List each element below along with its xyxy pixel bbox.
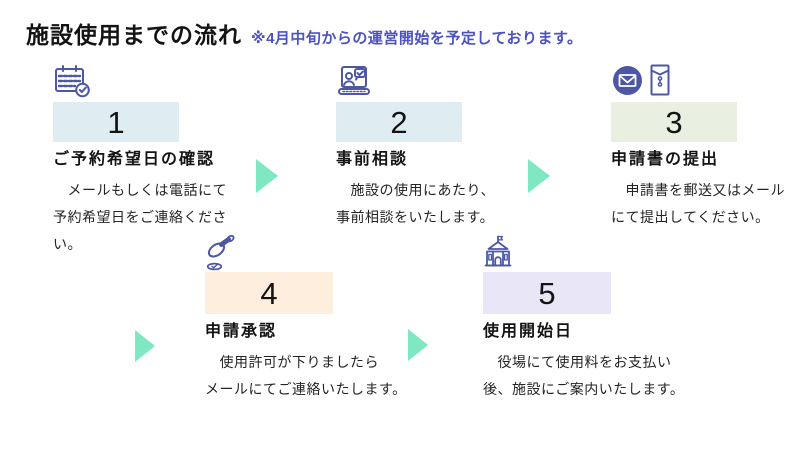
step-4-icon-row	[205, 235, 405, 272]
step-1-icon-row	[53, 64, 253, 102]
step-2-description: 施設の使用にあたり、 事前相談をいたします。	[336, 182, 495, 226]
step-1-title: ご予約希望日の確認	[53, 151, 216, 168]
page-note: ※4月中旬からの運営開始を予定しております。	[251, 30, 583, 47]
step-3-icon-row	[611, 64, 800, 102]
step-4: 4 申請承認 使用許可が下りましたら メールにてご連絡いたします。	[205, 235, 407, 403]
step-1-number: 1	[107, 104, 125, 140]
step-1-number-box: 1	[53, 102, 179, 142]
step-2-icon-row	[336, 64, 536, 102]
flow-arrow-1	[256, 159, 278, 193]
step-4-number-box: 4	[205, 272, 333, 314]
step-3-title: 申請書の提出	[611, 151, 720, 168]
step-3-number: 3	[665, 104, 683, 140]
approval-stamp-icon	[206, 235, 235, 271]
step-5-title: 使用開始日	[483, 323, 574, 340]
step-2-title: 事前相談	[336, 151, 409, 168]
step-3-description: 申請書を郵送又はメール にて提出してください。	[611, 182, 785, 226]
step-1: 1 ご予約希望日の確認 メールもしくは電話にて 予約希望日をご連絡くださ い。	[53, 64, 253, 258]
town-hall-icon	[484, 235, 512, 267]
step-3: 3 申請書の提出 申請書を郵送又はメール にて提出してください。	[611, 64, 800, 231]
header: 施設使用までの流れ ※4月中旬からの運営開始を予定しております。	[26, 16, 583, 50]
step-5-number: 5	[538, 275, 556, 311]
flow-arrow-3	[135, 330, 155, 362]
step-5-icon-row	[483, 235, 683, 272]
calendar-check-icon	[55, 65, 90, 98]
step-2-number-box: 2	[336, 102, 462, 142]
mail-circle-icon	[613, 66, 642, 95]
step-1-description: メールもしくは電話にて 予約希望日をご連絡くださ い。	[53, 182, 227, 253]
step-4-description: 使用許可が下りましたら メールにてご連絡いたします。	[205, 354, 407, 398]
page-title: 施設使用までの流れ	[26, 22, 242, 48]
manila-envelope-icon	[650, 64, 670, 96]
step-4-title: 申請承認	[205, 323, 278, 340]
step-2-number: 2	[390, 104, 408, 140]
step-3-number-box: 3	[611, 102, 737, 142]
flow-arrow-4	[408, 329, 428, 361]
step-5-description: 役場にて使用料をお支払い 後、施設にご案内いたします。	[483, 354, 685, 398]
step-2: 2 事前相談 施設の使用にあたり、 事前相談をいたします。	[336, 64, 536, 231]
step-5-number-box: 5	[483, 272, 611, 314]
step-4-number: 4	[260, 275, 278, 311]
flow-arrow-2	[528, 159, 550, 193]
step-5: 5 使用開始日 役場にて使用料をお支払い 後、施設にご案内いたします。	[483, 235, 685, 403]
online-consultation-icon	[338, 66, 370, 95]
